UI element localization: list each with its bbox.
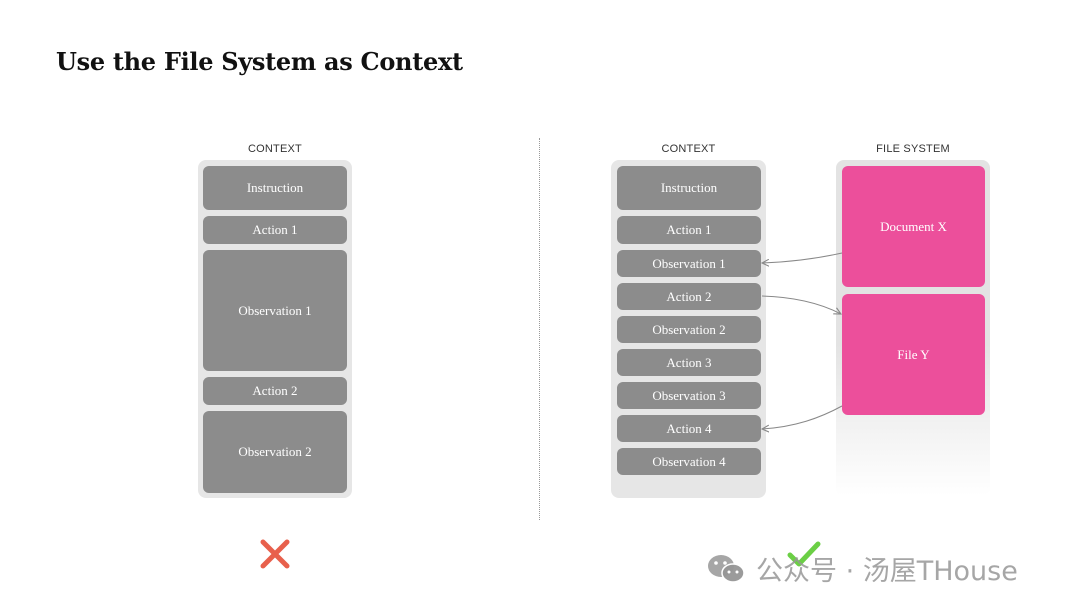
right-action-4-block: Action 4 xyxy=(617,415,761,442)
right-observation-3-block: Observation 3 xyxy=(617,382,761,409)
wechat-icon xyxy=(708,554,745,583)
right-action-1-block: Action 1 xyxy=(617,216,761,244)
left-instruction-block: Instruction xyxy=(203,166,347,210)
right-action-3-block: Action 3 xyxy=(617,349,761,376)
right-instruction-block: Instruction xyxy=(617,166,761,210)
check-mark-icon xyxy=(787,541,821,567)
left-observation-1-block: Observation 1 xyxy=(203,250,347,371)
right-observation-2-block: Observation 2 xyxy=(617,316,761,343)
cross-mark-icon xyxy=(260,539,290,569)
section-divider xyxy=(539,138,540,520)
arrow-file-y-to-action-4 xyxy=(762,405,843,429)
watermark: 公众号 · 汤屋THouse xyxy=(706,549,1018,588)
right-action-2-block: Action 2 xyxy=(617,283,761,310)
left-context-label: CONTEXT xyxy=(248,143,302,155)
arrow-document-x-to-observation-1 xyxy=(762,252,843,263)
left-action-1-block: Action 1 xyxy=(203,216,347,244)
page-title: Use the File System as Context xyxy=(56,47,463,76)
arrow-action-2-to-file-y xyxy=(761,295,841,314)
file-y-file: File Y xyxy=(842,294,985,415)
left-observation-2-block: Observation 2 xyxy=(203,411,347,493)
watermark-text: 公众号 · 汤屋THouse xyxy=(756,556,1018,587)
left-action-2-block: Action 2 xyxy=(203,377,347,405)
filesystem-label: FILE SYSTEM xyxy=(876,143,950,155)
document-x-file: Document X xyxy=(842,166,985,287)
right-context-label: CONTEXT xyxy=(661,143,716,155)
right-observation-4-block: Observation 4 xyxy=(617,448,761,475)
right-observation-1-block: Observation 1 xyxy=(617,250,761,277)
